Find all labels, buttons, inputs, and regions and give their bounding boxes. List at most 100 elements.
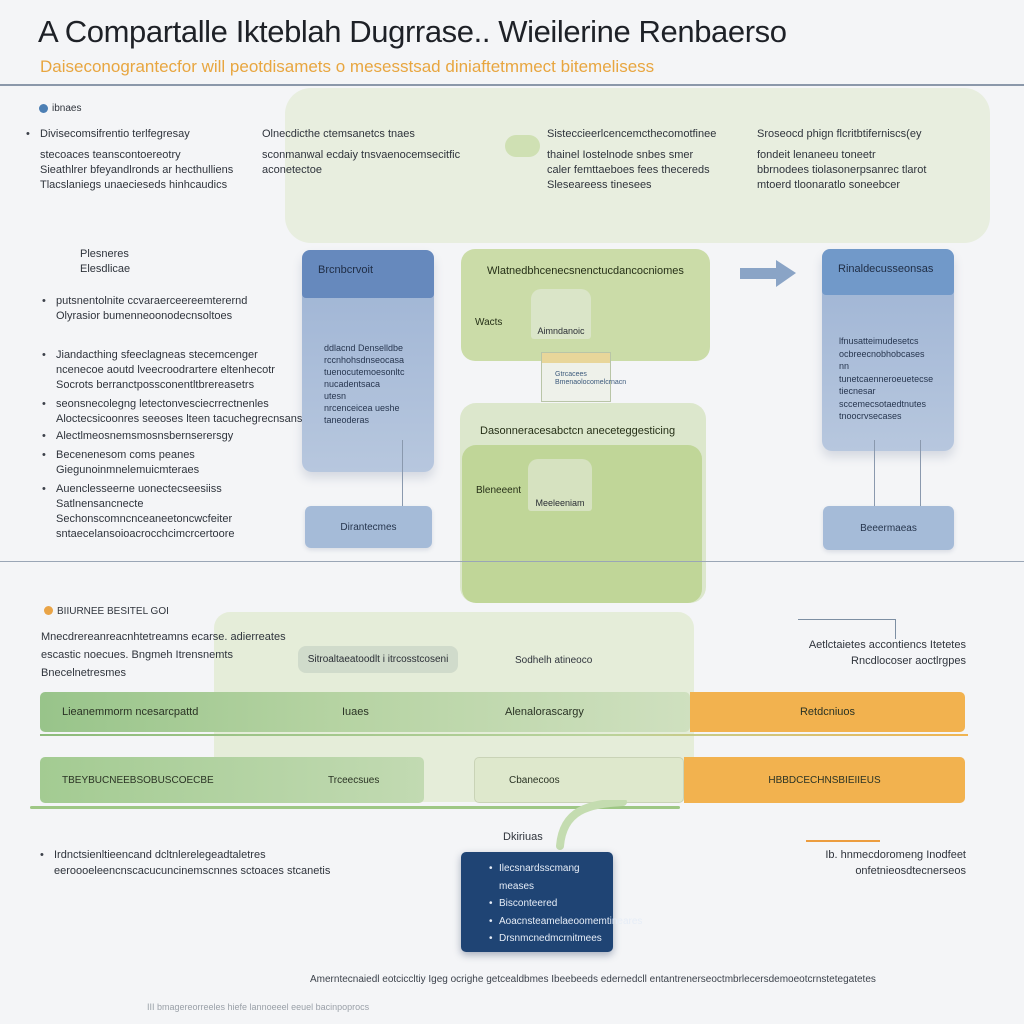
bottom-intro-line: Bnecelnetresmes [41,667,126,679]
list-item-text: Alectlmeosnemsmosnsbernserersgy [42,429,276,444]
card-line: lfnusatteimudesetcs [839,336,919,346]
green-mid-left-label: Bleneeent [476,485,522,496]
list-item-text: sntaecelansoioacrocchcimcrcertoore [56,528,235,540]
card-line: tnoocrvsecases [839,411,902,421]
card-line: tuenocutemoesonltc [324,367,405,377]
bottom-right-note-line: onfetnieosdtecnerseos [855,865,966,877]
left-notes-heading-line: Plesneres [80,248,129,260]
summary-box: Ilecsnardsscmang meases Bisconteered Aoa… [461,852,642,952]
top-column-3-line: caler femttaeboes fees thecereds [547,164,710,176]
bottom-intro-line: Mnecdrereanreacnhtetreamns ecarse. adier… [41,631,286,643]
right-note: Aetlctaietes accontiencs Itetetes Rncdlo… [809,637,966,669]
mini-table: Gtrcacees Bmenaolocomelcrnacn [541,352,627,402]
bottom-right-note: Ib. hnmecdoromeng Inodfeet onfetnieosdte… [825,847,966,879]
green-top-chip: Aimndanoic [531,289,591,339]
connector-label: Dkiriuas [503,831,543,843]
card-line: tiecnesar [839,386,876,396]
top-column-1-line: stecoaces teanscontoereotry [40,149,181,161]
top-green-band [285,88,990,243]
mini-table-row: Gtrcacees [555,371,587,378]
card-line: taneoderas [324,415,370,425]
right-card-footer: Beeermaeas [823,506,954,550]
bottom-pill: Sitroaltaeatoodlt i itrcosstcoseni [298,646,458,673]
right-card-connector [874,440,875,506]
list-item: Becenenesom coms peanes Giegunoinmnelemu… [42,448,276,478]
row-1-right-label: Retdcniuos [799,706,856,718]
left-notes-list: putsnentolnite ccvaraerceereemterernd Ol… [42,294,303,542]
bottom-left-bullet: Irdnctsienltieencand dcltnlerelegeadtale… [40,847,330,879]
row-1-mid-label: Alenalorascargy [505,706,584,718]
card-line: ocbreecnobhobcases [839,348,925,359]
list-item-text: Jiandacthing sfeeclagneas stecemcenger [42,348,276,363]
top-column-2-line: sconmanwal ecdaiy tnsvaenocemsecitfic [262,149,461,161]
green-top-panel: Wlatnedbhcenecsnenctucdancocniomes Wacts… [461,249,710,361]
comparison-row-2-right: HBBDCECHNSBIEIIEUS [684,757,965,803]
mini-table-header [542,353,610,363]
list-item-text: Olyrasior bumenneoonodecnsoltoes [56,310,233,322]
top-column-3-line: thainel Iostelnode snbes smer [547,149,694,161]
list-item-text: Becenenesom coms peanes [42,448,276,463]
card-line: tunetcaenneroeuetecse [839,373,934,384]
row-1-underline [40,734,968,736]
green-top-chip-label: Aimndanoic [537,326,585,336]
left-blue-card-header: Brcnbcrvoit [302,250,434,298]
card-line: utesn [324,391,347,401]
left-blue-card-body: ddlacnd Denselldbe rccnhohsdnseocasa tue… [302,298,434,426]
top-column-1-line: Tlacslaniegs unaecieseds hinhcaudics [40,179,228,191]
bottom-intro-line: escastic noecues. Bngmeh Itrensnemts [41,649,233,661]
bottom-section-label: BIIURNEE BESITEL GOI [57,606,169,617]
row-2-mid-label: Cbanecoos [509,774,560,786]
top-column-1: Divisecomsifrentio terlfegresay stecoace… [26,127,233,193]
mini-table-row: Bmenaolocomelcrnacn [555,379,627,386]
comparison-row-1-right: Retdcniuos [690,692,965,732]
bottom-pill-label: Sodhelh atineoco [515,655,593,666]
right-note-rule [798,619,896,620]
summary-item: Drsnmcnedmcrnitmees [489,930,613,948]
section-divider [0,561,1024,562]
left-card-footer: Dirantecmes [305,506,432,548]
list-item: Auenclesseerne uonectecseesiiss Satlnens… [42,482,276,542]
list-item: seonsnecolegng letectonvesciecrrectnenle… [42,397,303,427]
left-card-connector [402,440,403,506]
row-1-mid-label: Iuaes [342,706,369,718]
green-mid-inner: Bleneeent Meeleeniam [462,445,702,603]
list-item-text: putsnentolnite ccvaraerceereemterernd [42,294,276,309]
top-column-2-heading: Olnecdicthe ctemsanetcs tnaes [262,128,415,140]
comparison-row-2: TBEYBUCNEEBSOBUSCOECBE Trceecsues [40,757,424,803]
list-item-text: seonsnecolegng letectonvesciecrrectnenle… [42,397,276,412]
top-section-label: ibnaes [52,103,82,114]
top-column-4-line: fondeit lenaneeu toneetr [757,149,876,161]
left-blue-card: Brcnbcrvoit ddlacnd Denselldbe rccnhohsd… [302,250,434,472]
row-2-mid-label: Trceecsues [328,774,380,786]
top-column-4-heading: Sroseocd phign flcritbtiferniscs(ey [757,128,922,140]
card-line: nucadentsaca [324,379,381,389]
right-note-line: Rncdlocoser aoctlrgpes [851,655,966,667]
list-item-text: Giegunoinmnelemuicmteraes [56,464,200,476]
list-item: putsnentolnite ccvaraerceereemterernd Ol… [42,294,276,324]
comparison-row-2-mid: Cbanecoos [474,757,684,803]
list-item: Alectlmeosnemsmosnsbernserersgy [42,429,276,444]
right-blue-card-header: Rinaldecusseonsas [822,249,954,295]
list-item-text: Aloctecsicoonres seeoses lteen tacuchegr… [56,413,303,425]
top-column-3-heading: Sisteccieerlcencemcthecomotfinee [547,128,717,140]
page-title: A Compartalle Ikteblah Dugrrase.. Wieile… [38,14,787,49]
right-accent-rule [806,840,880,842]
top-column-4: Sroseocd phign flcritbtiferniscs(ey fond… [757,127,926,193]
page-subtitle: Daiseconograntecfor will peotdisamets o … [40,57,655,76]
right-note-rule [895,619,896,639]
list-item-text: Auenclesseerne uonectecseesiiss [42,482,276,497]
green-top-left-label: Wacts [475,317,503,328]
green-top-title: Wlatnedbhcenecsnenctucdancocniomes [487,265,684,277]
green-mid-chip: Meeleeniam [528,459,592,511]
green-mid-title: Dasonneracesabctcn aneceteggesticing [480,425,676,437]
card-line: nrcenceicea ueshe [324,403,400,413]
top-column-4-line: mtoerd tloonaratlo soneebcer [757,179,901,191]
card-line: rccnhohsdnseocasa [324,355,405,365]
header-divider [0,84,1024,86]
row-2-right-label: HBBDCECHNSBIEIIEUS [768,774,881,786]
top-column-1-heading: Divisecomsifrentio terlfegresay [26,127,233,142]
list-item-text: Socrots berranctpossconentltbrereasetrs [56,379,255,391]
list-item-text: Satlnensancnecte [56,498,144,510]
right-blue-card-body: lfnusatteimudesetcs ocbreecnobhobcases n… [822,295,954,423]
row-2-underline [30,806,680,809]
